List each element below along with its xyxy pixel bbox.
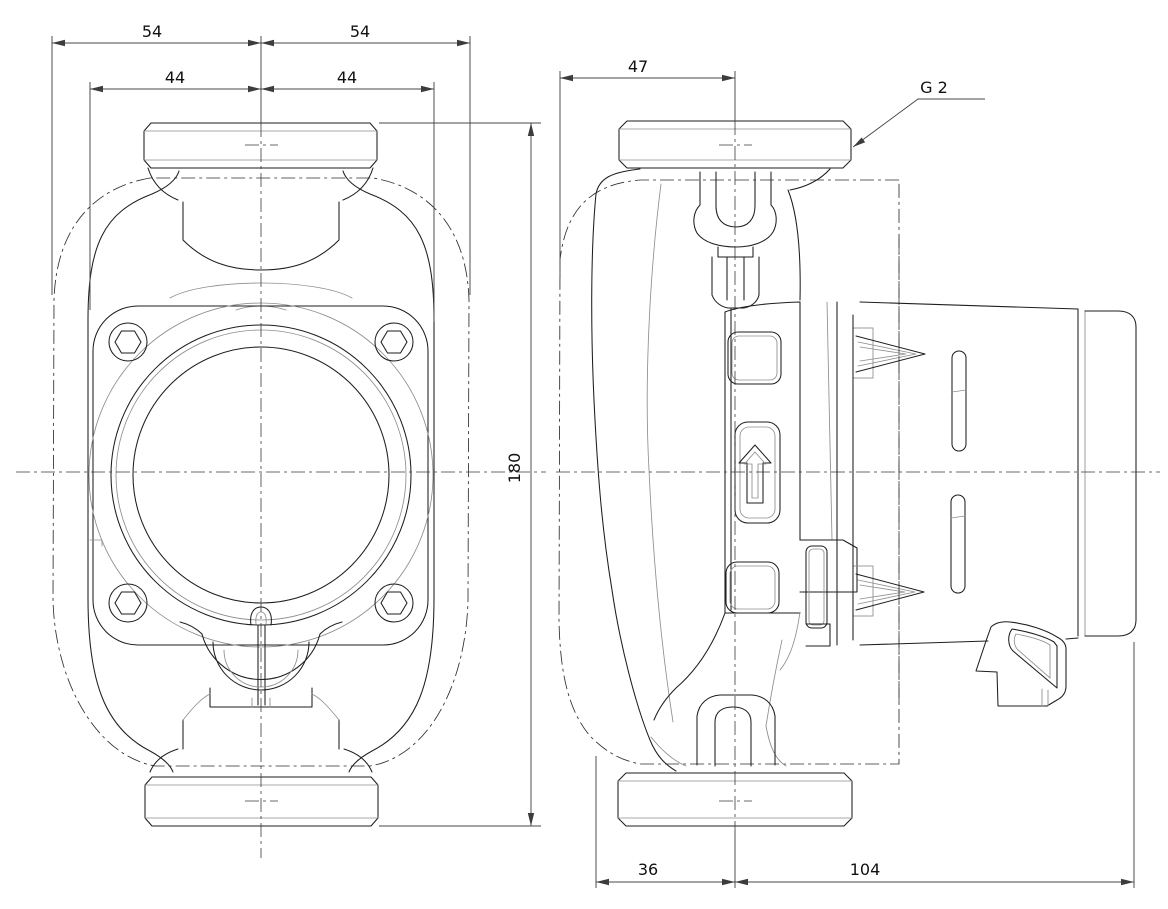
dimensions: 54 54 44 44 180 47 G 2 36 10 [51,22,1135,888]
front-bottom-union-nut [144,776,379,827]
up-arrow-icon [738,444,772,504]
side-centermarks [719,144,752,802]
lower-recess-window [725,561,780,614]
upper-recess-window [727,331,782,385]
dim-44-left-label: 44 [165,68,185,87]
pump-body-right [342,170,435,773]
stator-cylinder [859,301,1137,646]
dim-180-label: 180 [505,453,524,484]
motor-flange-plate [92,305,429,646]
side-phantom-outline [558,179,900,765]
pump-body-left [87,170,180,773]
flange-bolts [108,322,414,623]
terminal-box [975,621,1067,707]
front-view [16,36,546,858]
thread-size-label: G 2 [920,78,948,97]
mounting-lugs [852,314,926,641]
plug-panel [799,539,858,647]
front-top-union-nut [143,122,378,169]
dim-54-left-label: 54 [142,22,162,41]
volute-left-profile [591,168,677,772]
top-clamp-bracket [693,171,777,309]
volute-right-profile [787,168,831,301]
flow-arrow-panel [734,421,781,524]
plate-step-notch [89,539,103,547]
volute-inner-profile [646,183,674,723]
dim-104-label: 104 [850,860,881,879]
dim-44-right-label: 44 [337,68,357,87]
dim-47-label: 47 [628,57,648,76]
dim-54-right-label: 54 [350,22,370,41]
side-view [556,71,1160,888]
dim-36-label: 36 [638,860,658,879]
control-box [653,301,838,767]
bottom-clamp-bracket [650,694,776,767]
front-centermarks [245,144,278,802]
front-neck-top [147,167,374,271]
front-phantom-outline [52,177,470,767]
